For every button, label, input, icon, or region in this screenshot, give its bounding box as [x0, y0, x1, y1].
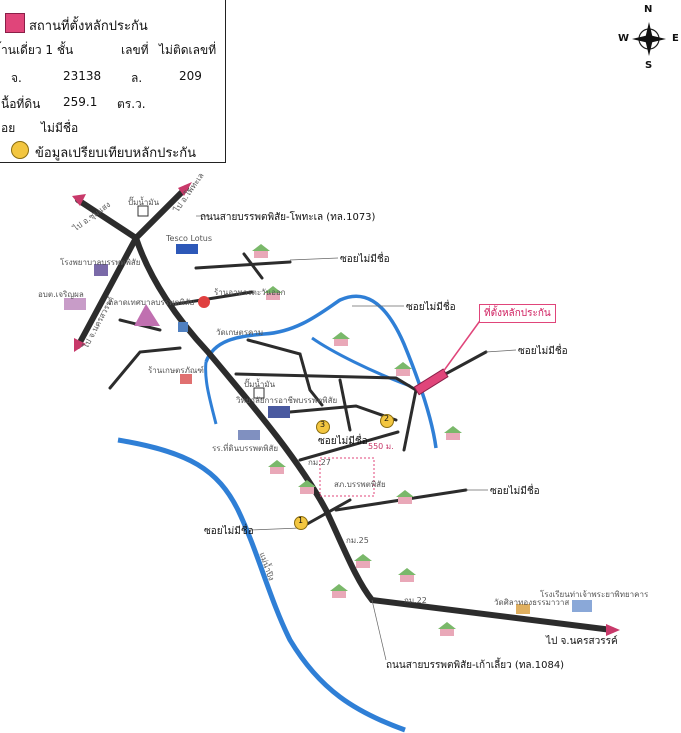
- legend-area-value: 259.1: [63, 95, 98, 109]
- compass-n: N: [644, 4, 653, 15]
- admin-compound: [319, 457, 375, 497]
- compare-dot-icon: [11, 141, 29, 159]
- house-icon: [444, 426, 462, 440]
- house-icon: [354, 554, 372, 568]
- comparable-marker: [294, 516, 308, 530]
- to-nakhonsawan-label: ไป จ.นครสวรรค์: [546, 636, 618, 647]
- place-gas2: ปั๊มน้ำมัน: [244, 380, 276, 389]
- place-temple: วัดเกษตรคาม: [216, 328, 264, 337]
- site-pointer: [439, 317, 483, 377]
- compass-rose: N S W E: [616, 4, 681, 72]
- house-icon: [252, 244, 270, 258]
- shop-icon: [180, 374, 192, 384]
- legend-no-value: ไม่ติดเลขที่: [159, 43, 217, 57]
- tesco-icon: [176, 244, 198, 254]
- place-gas: ปั๊มน้ำมัน: [128, 198, 160, 207]
- hospital-icon: [94, 264, 108, 276]
- soi-label: ซอยไม่มีชื่อ: [518, 346, 568, 357]
- place-shop2: ร้านอาหารตะวันออก: [214, 288, 286, 297]
- place-temple2: วัดศิลาทองธรรมาวาส: [494, 598, 570, 607]
- place-market: ตลาดเทศบาลบรรพตพิสัย: [108, 298, 195, 307]
- comparable-marker: [380, 414, 394, 428]
- road-1084: [133, 235, 615, 633]
- house-icon: [394, 362, 412, 376]
- house-icon: [264, 286, 282, 300]
- gas-station-icon-2: [253, 387, 265, 399]
- house-icon: [398, 568, 416, 582]
- gas-station-icon: [137, 205, 149, 217]
- legend-compare-label: ข้อมูลเปรียบเทียบหลักประกัน: [35, 146, 197, 161]
- map-legend: สถานที่ตั้งหลักประกัน ้านเดี่ยว 1 ชั้น เ…: [0, 0, 226, 163]
- place-school2: โรงเรียนท่าเจ้าพระยาพิทยาคาร: [540, 590, 649, 599]
- place-college: วิทยาลัยการอาชีพบรรพตพิสัย: [236, 396, 338, 405]
- compass-w: W: [618, 33, 630, 44]
- place-district: อบต.เจริญผล: [38, 290, 84, 299]
- river-canal-left: [204, 361, 218, 425]
- river-canal-lower: [311, 336, 411, 388]
- school-icon: [238, 430, 260, 440]
- legend-plot-label: ล.: [131, 71, 143, 85]
- landmark-icons: [64, 205, 592, 614]
- house-icon: [332, 332, 350, 346]
- road-network: [75, 185, 615, 633]
- legend-no-label: เลขที่: [121, 43, 149, 57]
- soi-label: ซอยไม่มีชื่อ: [406, 302, 456, 313]
- comparable-number: 2: [384, 414, 390, 423]
- college-icon: [268, 406, 290, 418]
- comparable-marker: [316, 420, 330, 434]
- district-office-icon: [64, 298, 86, 310]
- compass-icon: [632, 22, 666, 56]
- temple2-icon: [516, 604, 530, 614]
- direction-arrows: [72, 182, 620, 636]
- place-hospital: โรงพยาบาลบรรพตพิสัย: [60, 258, 141, 267]
- compass-s: S: [645, 60, 653, 71]
- place-tesco: Tesco Lotus: [166, 234, 213, 243]
- road-1073-label: ถนนสายบรรพตพิสัย-โพทะเล (ทล.1073): [200, 212, 376, 223]
- school2-icon: [572, 600, 592, 612]
- site-swatch-icon: [5, 13, 25, 33]
- legend-area-label: นื้อที่ดิน: [1, 97, 41, 111]
- label-leaders: [196, 215, 517, 661]
- river-canal-upper: [204, 294, 438, 449]
- police-icon: [178, 322, 188, 332]
- soi-label: ซอยไม่มีชื่อ: [340, 254, 390, 265]
- soi-label: ซอยไม่มีชื่อ: [318, 436, 368, 447]
- legend-plot-no: 209: [179, 69, 202, 83]
- road-to-chumsaeng: [75, 235, 139, 349]
- soi-label: ซอยไม่มีชื่อ: [490, 486, 540, 497]
- comparable-number: 3: [320, 420, 326, 429]
- house-icon: [330, 584, 348, 598]
- km-marker: กม.22: [404, 596, 427, 605]
- place-shop: ร้านเกษตรภัณฑ์: [148, 366, 204, 375]
- place-school: รร.ที่ดินบรรพตพิสัย: [212, 444, 279, 453]
- road-1084-label: ถนนสายบรรพตพิสัย-เก้าเลี้ยว (ทล.1084): [386, 660, 565, 671]
- house-icon: [438, 622, 456, 636]
- house-icon: [396, 490, 414, 504]
- legend-area-unit: ตร.ว.: [117, 97, 146, 111]
- house-icons: [252, 244, 462, 636]
- river-ping: [117, 437, 406, 733]
- legend-doc: จ.: [11, 71, 22, 85]
- comparable-number: 1: [298, 516, 304, 525]
- distance-label: 550 ม.: [368, 442, 394, 451]
- legend-soi-label: อย: [1, 121, 16, 135]
- km-marker: กม.25: [346, 536, 369, 545]
- house-icon: [298, 480, 316, 494]
- compass-e: E: [672, 33, 679, 44]
- legend-soi-value: ไม่มีชื่อ: [41, 121, 79, 135]
- soi-label: ซอยไม่มีชื่อ: [204, 526, 254, 537]
- km-marker: กม.27: [308, 458, 331, 467]
- house-icon: [268, 460, 286, 474]
- place-police: สภ.บรรพตพิสัย: [334, 480, 386, 489]
- temple-icon: [134, 304, 160, 326]
- legend-type: ้านเดี่ยว 1 ชั้น: [1, 43, 74, 57]
- legend-location-label: สถานที่ตั้งหลักประกัน: [29, 19, 148, 34]
- market-icon: [198, 296, 210, 308]
- site-label: ที่ตั้งหลักประกัน: [479, 304, 556, 323]
- legend-doc-no: 23138: [63, 69, 102, 83]
